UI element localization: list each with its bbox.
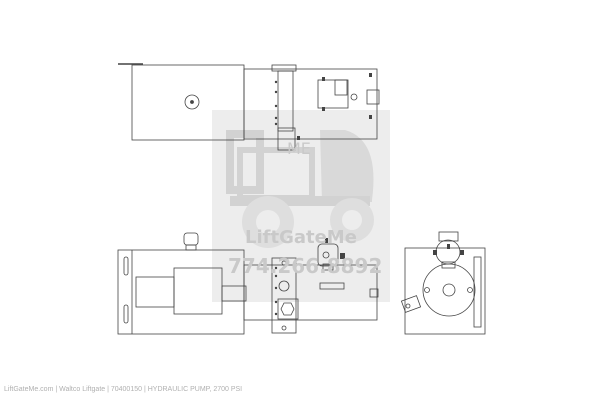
end-view [400, 231, 486, 335]
footer-caption: LiftGateMe.com | Waltco Liftgate | 70400… [4, 386, 243, 393]
side-view [117, 232, 379, 335]
watermark-logo-letters: ME [287, 139, 311, 158]
watermark-logo [212, 110, 390, 302]
watermark-brand: LiftGateMe [245, 227, 357, 248]
watermark-phone: 774.266.8892 [228, 254, 383, 278]
top-view [118, 63, 380, 151]
